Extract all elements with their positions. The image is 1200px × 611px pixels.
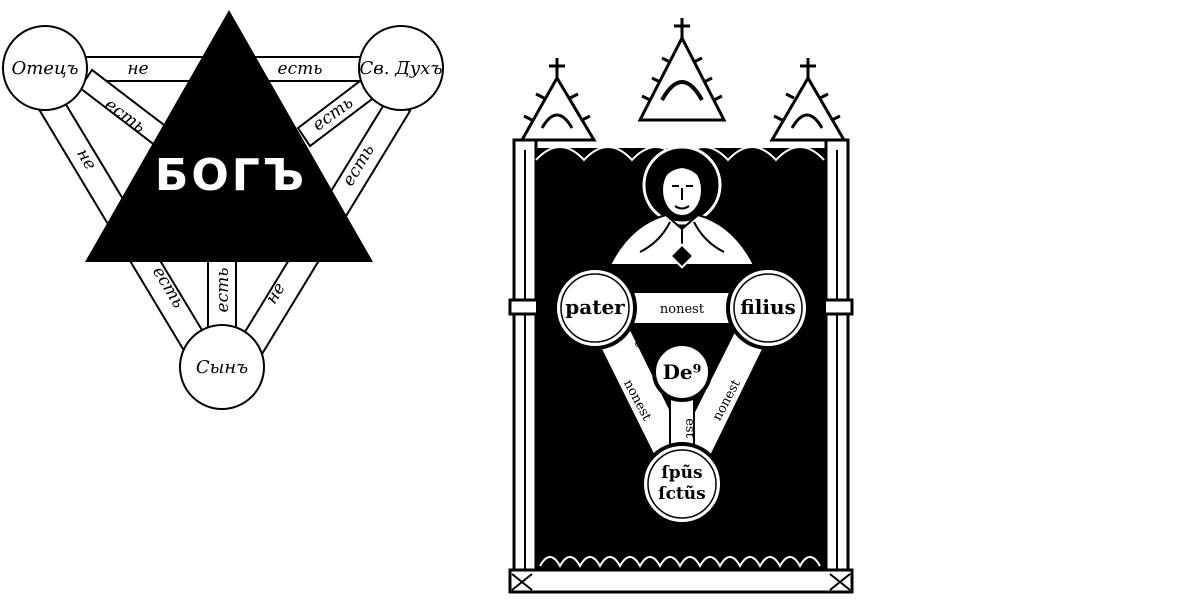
- latin-trinity-illumination: pater filius De⁹ ſpũs ſctũs nonest est e…: [508, 18, 854, 594]
- lat-edge-bottom-is: est: [682, 418, 697, 438]
- spiritus-inner: [647, 449, 717, 519]
- left-gable-trefoil: [540, 113, 574, 129]
- pater-inner: [560, 273, 630, 343]
- christ-figure: [608, 145, 756, 269]
- lower-foliage: [539, 556, 821, 569]
- base-band: [508, 568, 854, 594]
- spiritus-circle: [640, 442, 724, 526]
- central-cross-icon: [674, 18, 690, 38]
- hair: [660, 154, 704, 186]
- shield-nodes: pater filius De⁹ ſpũs ſctũs: [553, 266, 810, 526]
- clasp: [669, 243, 695, 269]
- filius-label: filius: [740, 295, 796, 319]
- edge-bottom-mid-is: есть: [213, 268, 233, 313]
- left-gable: [519, 75, 597, 142]
- base-corner-right-icon: [829, 573, 851, 591]
- pater-circle: [553, 266, 637, 350]
- left-pillar-capital: [508, 298, 542, 316]
- spiritus-label-line2: ſctũs: [658, 484, 705, 504]
- deus-label: De⁹: [663, 360, 702, 384]
- right-pillar-capital: [820, 298, 854, 316]
- son-circle: [179, 324, 265, 410]
- russian-trinity-diagram: БОГЪ Отецъ Св. Духъ Сынъ не есть есть не…: [2, 10, 444, 410]
- edge-top-is: есть: [278, 59, 323, 79]
- base-corner-left-icon: [511, 573, 533, 591]
- gothic-frame: [508, 18, 854, 594]
- deus-circle: [652, 342, 712, 402]
- spirit-label: Св. Духъ: [360, 58, 443, 79]
- father-circle: [2, 25, 88, 111]
- lat-edge-top: nonest: [660, 302, 705, 317]
- spiritus-label-line1: ſpũs: [661, 463, 702, 483]
- spirit-circle: [358, 25, 444, 111]
- father-label: Отецъ: [11, 58, 78, 79]
- edge-top-not: не: [127, 59, 148, 79]
- filius-inner: [733, 273, 803, 343]
- god-label: БОГЪ: [155, 150, 307, 201]
- left-cross-icon: [549, 58, 565, 78]
- filius-circle: [726, 266, 810, 350]
- son-label: Сынъ: [196, 357, 248, 378]
- right-gable: [769, 75, 847, 142]
- right-gable-trefoil: [790, 113, 824, 129]
- right-cross-icon: [800, 58, 816, 78]
- god-triangle: [85, 10, 373, 262]
- central-gable-trefoil: [660, 80, 704, 101]
- crockets: [523, 56, 841, 122]
- pater-label: pater: [565, 295, 625, 319]
- face-features: [672, 185, 693, 210]
- central-gable: [637, 34, 727, 122]
